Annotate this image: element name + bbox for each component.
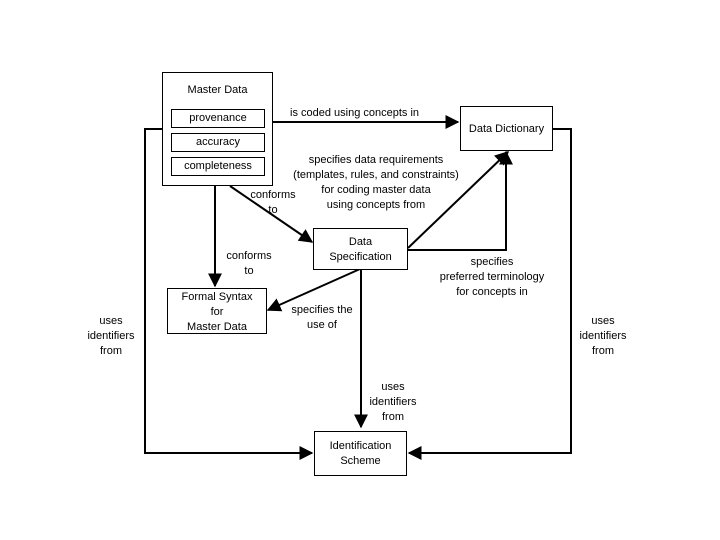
- formal-syntax-box: Formal Syntax for Master Data: [167, 288, 267, 334]
- label-conforms-to-syntax: conforms to: [222, 249, 276, 279]
- data-specification-line-2: Specification: [329, 251, 392, 263]
- label-conforms-to-spec: conforms to: [246, 188, 300, 218]
- label-coded-using: is coded using concepts in: [290, 106, 419, 121]
- label-uses-identifiers-right-line-2: identifiers: [579, 330, 627, 342]
- label-uses-identifiers-right: uses identifiers from: [572, 314, 634, 359]
- identification-scheme-line-2: Scheme: [340, 455, 381, 467]
- label-uses-identifiers-left-line-1: uses: [99, 315, 123, 327]
- edge-conforms-to-spec: [229, 185, 314, 243]
- label-specifies-terminology-line-1: specifies: [470, 256, 514, 268]
- label-uses-identifiers-left: uses identifiers from: [80, 314, 142, 359]
- edge-specifies-terminology: [408, 150, 513, 251]
- formal-syntax-line-2: for: [210, 306, 224, 318]
- identification-scheme-box: Identification Scheme: [314, 431, 407, 476]
- attribute-provenance: provenance: [171, 109, 265, 128]
- data-specification-line-1: Data: [348, 236, 373, 248]
- label-specifies-requirements-line-2: (templates, rules, and constraints): [293, 169, 459, 181]
- label-specifies-requirements-line-1: specifies data requirements: [308, 154, 444, 166]
- label-specifies-requirements-line-3: for coding master data: [321, 184, 431, 196]
- label-uses-identifiers-right-line-3: from: [592, 345, 614, 357]
- label-coded-using-line-1: is coded using concepts in: [290, 107, 420, 119]
- attribute-completeness: completeness: [171, 157, 265, 176]
- label-uses-identifiers-center-line-2: identifiers: [369, 396, 417, 408]
- label-specifies-use: specifies the use of: [286, 303, 358, 333]
- edge-uses-identifiers-left: [144, 128, 314, 460]
- data-dictionary-label: Data Dictionary: [468, 123, 545, 135]
- label-uses-identifiers-left-line-3: from: [100, 345, 122, 357]
- master-data-title: Master Data: [187, 84, 248, 96]
- label-specifies-terminology-line-3: for concepts in: [456, 286, 528, 298]
- label-conforms-to-syntax-line-2: to: [244, 265, 254, 277]
- label-uses-identifiers-center-line-3: from: [382, 411, 404, 423]
- label-specifies-requirements-line-4: using concepts from: [326, 199, 426, 211]
- label-uses-identifiers-left-line-2: identifiers: [87, 330, 135, 342]
- label-uses-identifiers-center: uses identifiers from: [362, 380, 424, 425]
- label-specifies-requirements: specifies data requirements (templates, …: [286, 153, 466, 213]
- label-specifies-terminology: specifies preferred terminology for conc…: [432, 255, 552, 300]
- formal-syntax-line-3: Master Data: [187, 321, 247, 333]
- master-data-box: Master Data provenance accuracy complete…: [162, 72, 273, 186]
- label-conforms-to-syntax-line-1: conforms: [226, 250, 272, 262]
- attribute-accuracy: accuracy: [171, 133, 265, 152]
- label-conforms-to-spec-line-2: to: [268, 204, 278, 216]
- label-conforms-to-spec-line-1: conforms: [250, 189, 296, 201]
- label-specifies-use-line-2: use of: [307, 319, 337, 331]
- data-dictionary-box: Data Dictionary: [460, 106, 553, 151]
- edge-specifies-requirements: [407, 151, 510, 249]
- identification-scheme-line-1: Identification: [329, 440, 392, 452]
- edge-uses-identifiers-right: [407, 128, 572, 460]
- formal-syntax-line-1: Formal Syntax: [181, 291, 253, 303]
- label-uses-identifiers-right-line-1: uses: [591, 315, 615, 327]
- data-specification-box: Data Specification: [313, 228, 408, 270]
- label-uses-identifiers-center-line-1: uses: [381, 381, 405, 393]
- label-specifies-terminology-line-2: preferred terminology: [439, 271, 545, 283]
- edge-specifies-use: [266, 268, 361, 312]
- label-specifies-use-line-1: specifies the: [291, 304, 353, 316]
